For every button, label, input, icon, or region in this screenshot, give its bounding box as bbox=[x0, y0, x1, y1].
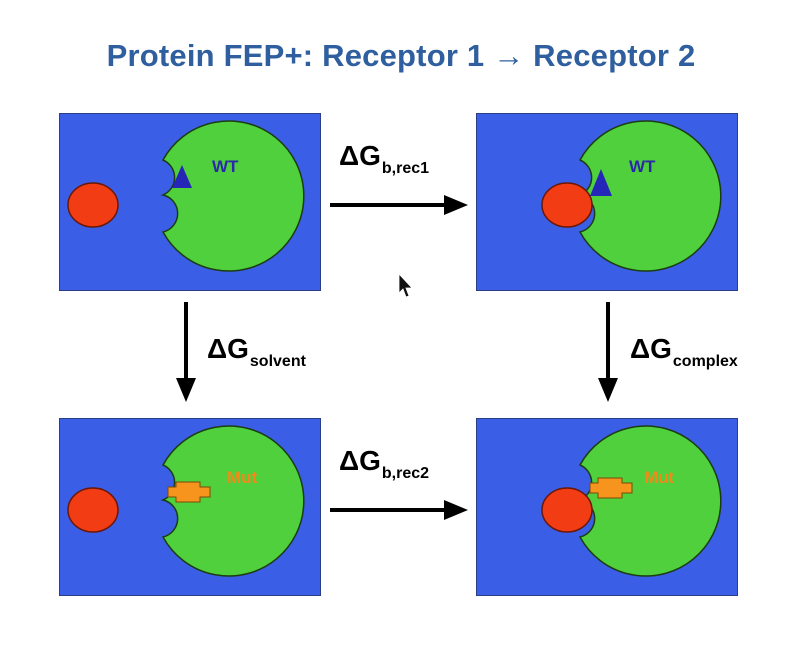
panel-wt-unbound: WT bbox=[59, 113, 321, 291]
wt-residue-triangle bbox=[590, 169, 612, 196]
arrow-top-right bbox=[330, 195, 468, 215]
arrow-left-down bbox=[176, 302, 196, 402]
ligand-circle bbox=[541, 182, 593, 228]
arrow-right-down bbox=[598, 302, 618, 402]
ligand-circle bbox=[67, 182, 119, 228]
delta-g-symbol: ΔG bbox=[207, 333, 249, 364]
panel-wt-bound: WT bbox=[476, 113, 738, 291]
panel-mut-bound: Mut bbox=[476, 418, 738, 596]
wt-label: WT bbox=[629, 157, 656, 176]
delta-g-b-rec1-label: ΔGb,rec1 bbox=[339, 140, 429, 177]
delta-g-symbol: ΔG bbox=[339, 140, 381, 171]
diagram-title: Protein FEP+: Receptor 1 → Receptor 2 bbox=[106, 38, 696, 73]
wt-label: WT bbox=[212, 157, 239, 176]
mut-residue-shape bbox=[589, 477, 633, 499]
delta-g-solvent-label: ΔGsolvent bbox=[207, 333, 306, 370]
ligand-circle bbox=[67, 487, 119, 533]
wt-residue-triangle bbox=[172, 165, 192, 188]
mut-label: Mut bbox=[227, 468, 258, 487]
protein-receptor bbox=[160, 120, 305, 272]
arrow-bottom-right bbox=[330, 500, 468, 520]
mut-residue-shape bbox=[167, 481, 211, 503]
mut-label: Mut bbox=[644, 468, 675, 487]
delta-g-subscript: solvent bbox=[249, 353, 306, 370]
delta-g-subscript: b,rec2 bbox=[381, 465, 430, 482]
delta-g-complex-label: ΔGcomplex bbox=[630, 333, 738, 370]
ligand-circle bbox=[541, 487, 593, 533]
delta-g-subscript: complex bbox=[672, 353, 738, 370]
protein-receptor bbox=[160, 425, 305, 577]
delta-g-b-rec2-label: ΔGb,rec2 bbox=[339, 445, 429, 482]
panel-mut-unbound: Mut bbox=[59, 418, 321, 596]
delta-g-symbol: ΔG bbox=[339, 445, 381, 476]
delta-g-symbol: ΔG bbox=[630, 333, 672, 364]
delta-g-subscript: b,rec1 bbox=[381, 160, 430, 177]
mouse-cursor-icon bbox=[398, 272, 413, 298]
